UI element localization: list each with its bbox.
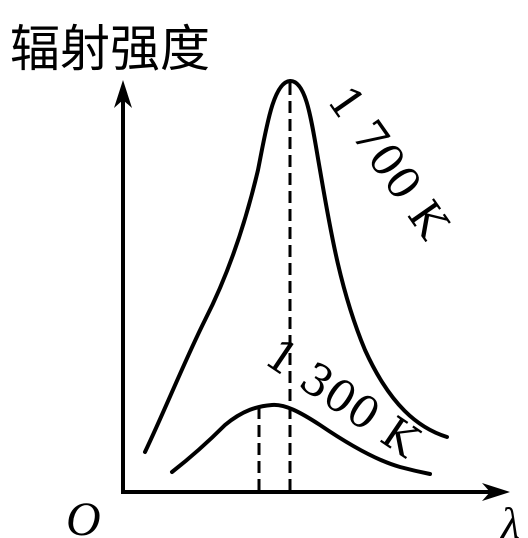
x-axis-label: λ: [499, 499, 520, 538]
origin-label: O: [66, 493, 101, 538]
y-axis-arrowhead: [114, 80, 132, 108]
curve-label-1300k: 1 300 K: [256, 329, 429, 469]
y-axis-label: 辐射强度: [10, 20, 210, 78]
curve-1700k: [143, 79, 449, 454]
curve-label-1700k: 1 700 K: [317, 77, 459, 249]
curve-1300k: [170, 402, 432, 476]
x-axis-arrowhead: [482, 483, 510, 501]
